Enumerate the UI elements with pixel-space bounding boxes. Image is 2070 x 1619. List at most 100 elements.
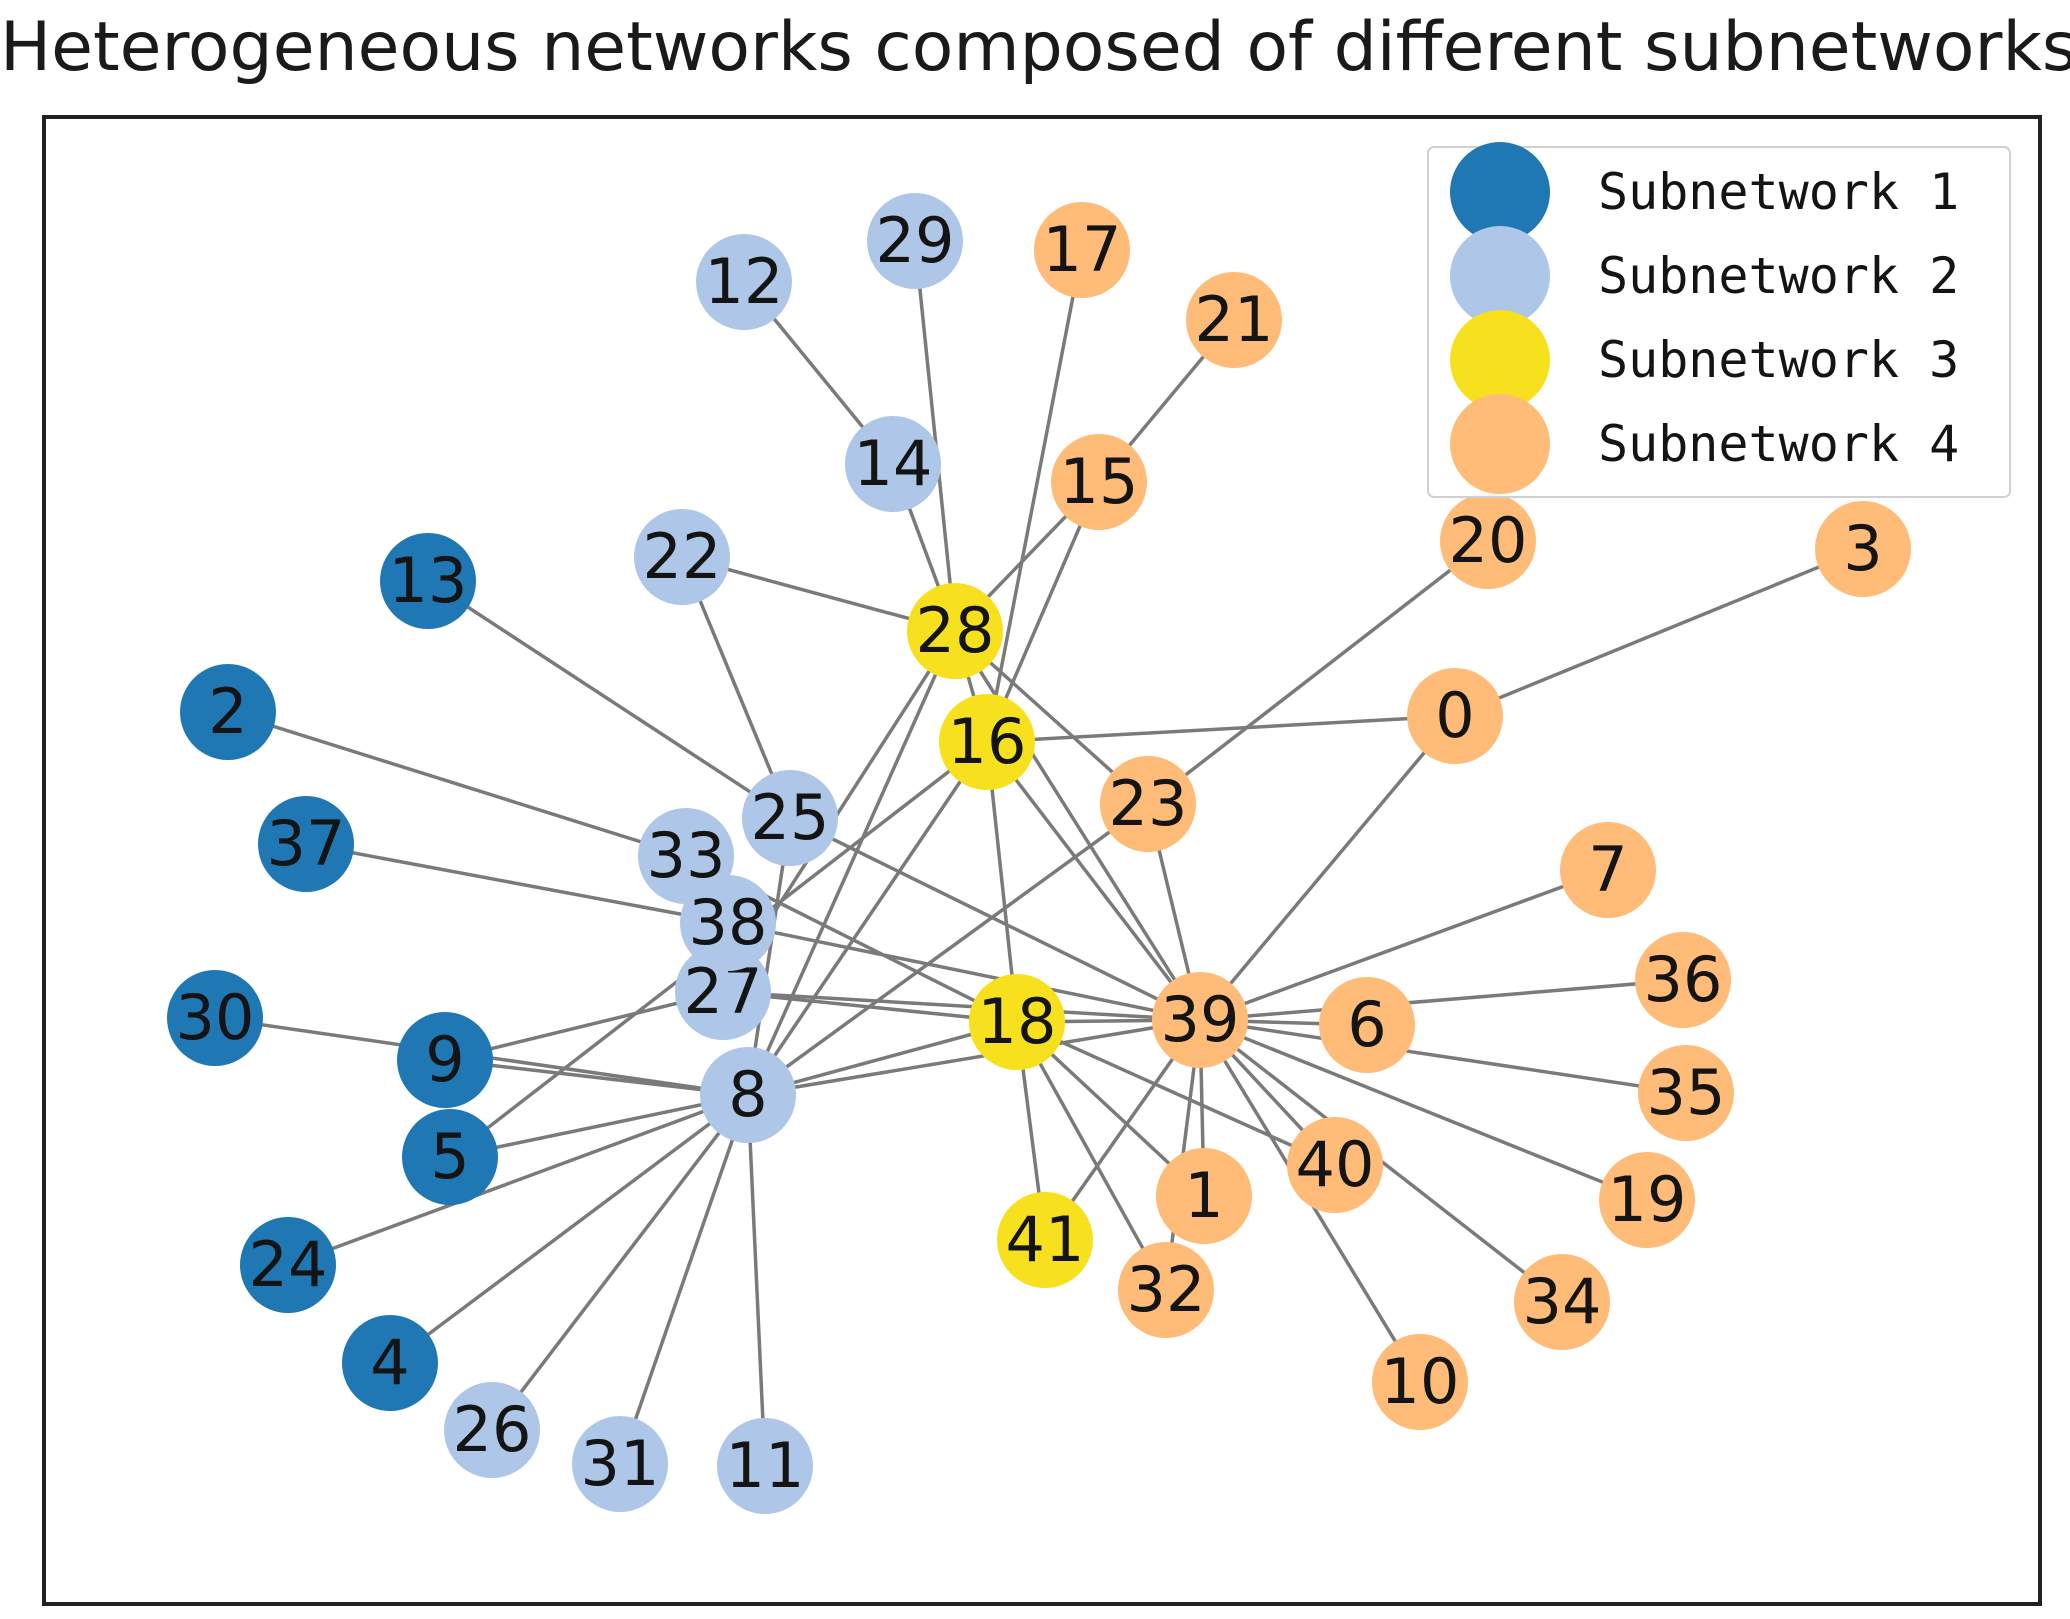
node-circle-11: [717, 1418, 813, 1514]
node-29: 29: [867, 193, 963, 289]
node-label-35: 35: [1647, 1056, 1726, 1129]
edge-17-16: [985, 249, 1084, 743]
node-label-24: 24: [249, 1228, 328, 1301]
node-30: 30: [167, 970, 263, 1066]
node-label-8: 8: [728, 1058, 767, 1131]
node-label-34: 34: [1523, 1265, 1602, 1338]
node-label-19: 19: [1608, 1163, 1687, 1236]
node-label-18: 18: [978, 985, 1057, 1058]
node-label-5: 5: [430, 1120, 469, 1193]
node-circle-17: [1034, 202, 1130, 298]
node-label-22: 22: [643, 520, 722, 593]
edge-8-11: [746, 1094, 767, 1467]
node-label-31: 31: [581, 1427, 660, 1500]
node-circle-0: [1407, 668, 1503, 764]
edge-39-19: [1199, 1018, 1648, 1202]
node-25: 25: [742, 770, 838, 866]
node-circle-26: [444, 1382, 540, 1478]
node-label-10: 10: [1381, 1345, 1460, 1418]
chart-title: Heterogeneous networks composed of diffe…: [0, 8, 2070, 87]
node-24: 24: [240, 1217, 336, 1313]
node-7: 7: [1560, 822, 1656, 918]
edge-16-39: [985, 740, 1202, 1022]
edge-18-32: [1015, 1021, 1168, 1291]
node-circle-36: [1635, 932, 1731, 1028]
node-circle-29: [867, 193, 963, 289]
node-label-40: 40: [1296, 1128, 1375, 1201]
node-26: 26: [444, 1382, 540, 1478]
legend-marker-1: [1450, 142, 1550, 242]
node-31: 31: [572, 1416, 668, 1512]
node-label-26: 26: [453, 1393, 532, 1466]
node-11: 11: [717, 1418, 813, 1514]
node-17: 17: [1034, 202, 1130, 298]
edge-28-8: [746, 630, 957, 1096]
legend-label-1: Subnetwork 1: [1598, 163, 1959, 221]
node-label-3: 3: [1843, 512, 1882, 585]
node-circle-37: [258, 796, 354, 892]
edge-38-39: [727, 921, 1201, 1022]
node-circle-31: [572, 1416, 668, 1512]
node-label-29: 29: [876, 204, 955, 277]
node-15: 15: [1051, 434, 1147, 530]
node-circle-7: [1560, 822, 1656, 918]
node-label-4: 4: [370, 1326, 409, 1399]
node-label-14: 14: [854, 427, 933, 500]
node-circle-34: [1514, 1254, 1610, 1350]
edge-18-40: [1016, 1020, 1336, 1167]
node-circle-3: [1815, 501, 1911, 597]
legend-label-2: Subnetwork 2: [1598, 247, 1959, 305]
edge-16-0: [986, 714, 1456, 744]
node-circle-25: [742, 770, 838, 866]
node-label-0: 0: [1435, 679, 1474, 752]
node-label-30: 30: [176, 981, 255, 1054]
node-28: 28: [907, 583, 1003, 679]
node-5: 5: [402, 1109, 498, 1205]
node-label-12: 12: [705, 245, 784, 318]
node-circle-22: [634, 509, 730, 605]
node-label-7: 7: [1588, 833, 1627, 906]
node-27: 27: [675, 944, 771, 1040]
edge-29-28: [913, 240, 957, 632]
node-37: 37: [258, 796, 354, 892]
legend-marker-4: [1450, 394, 1550, 494]
node-13: 13: [380, 533, 476, 629]
node-label-21: 21: [1195, 283, 1274, 356]
node-label-6: 6: [1347, 988, 1386, 1061]
node-circle-12: [696, 234, 792, 330]
node-label-28: 28: [916, 594, 995, 667]
node-label-13: 13: [389, 544, 468, 617]
node-label-11: 11: [726, 1429, 805, 1502]
edge-8-31: [618, 1094, 750, 1465]
node-circle-13: [380, 533, 476, 629]
node-label-38: 38: [689, 886, 768, 959]
node-circle-28: [907, 583, 1003, 679]
node-38: 38: [680, 875, 776, 971]
node-3: 3: [1815, 501, 1911, 597]
edge-8-9: [444, 1058, 749, 1097]
node-8: 8: [700, 1047, 796, 1143]
node-circle-39: [1152, 972, 1248, 1068]
node-circle-18: [969, 974, 1065, 1070]
node-2: 2: [180, 664, 276, 760]
edge-39-36: [1199, 978, 1684, 1022]
node-39: 39: [1152, 972, 1248, 1068]
legend-label-3: Subnetwork 3: [1598, 331, 1959, 389]
node-label-36: 36: [1644, 943, 1723, 1016]
node-circle-4: [342, 1315, 438, 1411]
node-circle-21: [1186, 272, 1282, 368]
node-circle-32: [1118, 1242, 1214, 1338]
edge-38-37: [305, 842, 729, 925]
edge-8-26: [490, 1093, 750, 1432]
node-label-32: 32: [1127, 1253, 1206, 1326]
node-circle-10: [1372, 1334, 1468, 1430]
node-label-23: 23: [1109, 767, 1188, 840]
node-6: 6: [1319, 977, 1415, 1073]
edge-8-24: [287, 1093, 749, 1267]
node-36: 36: [1635, 932, 1731, 1028]
node-circle-16: [939, 694, 1035, 790]
node-19: 19: [1599, 1152, 1695, 1248]
